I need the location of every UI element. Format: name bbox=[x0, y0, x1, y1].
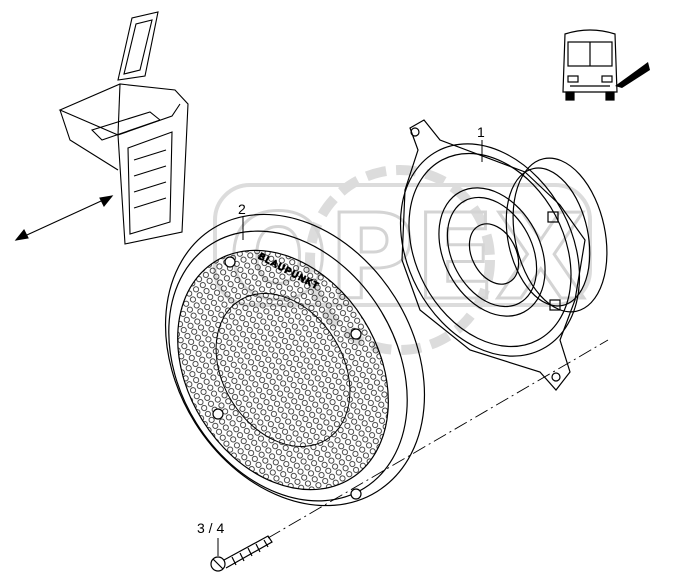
speaker-unit bbox=[399, 119, 608, 391]
assembly-axis bbox=[267, 339, 609, 539]
callout-grille: 2 bbox=[238, 201, 246, 217]
bus-front-icon bbox=[562, 29, 618, 101]
speaker-grille: BLAUPUNKT bbox=[164, 213, 426, 507]
callout-speaker: 1 bbox=[477, 124, 485, 140]
cabinet-compartment-icon bbox=[14, 11, 189, 245]
callout-screw: 3 / 4 bbox=[197, 520, 224, 536]
screw-part bbox=[210, 535, 273, 572]
location-arrow-icon bbox=[615, 62, 650, 88]
